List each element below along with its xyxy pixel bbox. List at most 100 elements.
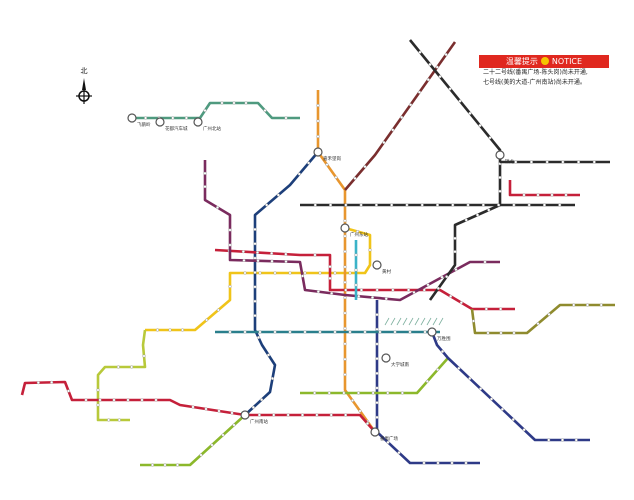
station-dot[interactable] bbox=[230, 411, 234, 415]
station-dot[interactable] bbox=[405, 203, 409, 207]
station-dot[interactable] bbox=[112, 398, 116, 402]
interchange-station[interactable] bbox=[240, 410, 250, 420]
station-dot[interactable] bbox=[599, 303, 603, 307]
interchange-station[interactable] bbox=[313, 147, 323, 157]
station-dot[interactable] bbox=[343, 234, 347, 238]
station-dot[interactable] bbox=[363, 165, 367, 169]
station-dot[interactable] bbox=[228, 284, 232, 289]
station-dot[interactable] bbox=[243, 271, 247, 275]
station-dot[interactable] bbox=[263, 108, 267, 113]
station-dot[interactable] bbox=[272, 413, 276, 417]
station-dot[interactable] bbox=[592, 160, 596, 164]
station-dot[interactable] bbox=[423, 330, 427, 334]
station-dot[interactable] bbox=[256, 259, 260, 263]
station-dot[interactable] bbox=[354, 253, 358, 257]
station-dot[interactable] bbox=[273, 330, 277, 334]
station-dot[interactable] bbox=[253, 227, 257, 231]
station-dot[interactable] bbox=[96, 403, 100, 407]
station-dot[interactable] bbox=[577, 160, 581, 164]
station-dot[interactable] bbox=[357, 294, 361, 298]
station-dot[interactable] bbox=[66, 389, 71, 393]
station-dot[interactable] bbox=[329, 413, 333, 417]
station-dot[interactable] bbox=[561, 160, 565, 164]
station-dot[interactable] bbox=[350, 398, 355, 403]
station-dot[interactable] bbox=[316, 290, 320, 294]
station-dot[interactable] bbox=[286, 413, 290, 417]
station-dot[interactable] bbox=[407, 288, 411, 292]
station-dot[interactable] bbox=[436, 461, 440, 465]
station-dot[interactable] bbox=[488, 136, 492, 140]
interchange-station[interactable] bbox=[370, 427, 380, 437]
station-dot[interactable] bbox=[318, 271, 322, 275]
station-dot[interactable] bbox=[363, 330, 367, 334]
station-dot[interactable] bbox=[215, 205, 220, 210]
station-dot[interactable] bbox=[255, 250, 260, 255]
station-dot[interactable] bbox=[210, 443, 214, 447]
station-dot[interactable] bbox=[375, 342, 379, 346]
station-dot[interactable] bbox=[409, 103, 413, 107]
station-dot[interactable] bbox=[529, 160, 533, 164]
station-dot[interactable] bbox=[334, 175, 338, 179]
station-dot[interactable] bbox=[353, 176, 357, 180]
station-dot[interactable] bbox=[253, 299, 257, 303]
interchange-station[interactable] bbox=[495, 150, 505, 160]
station-dot[interactable] bbox=[440, 275, 444, 279]
station-dot[interactable] bbox=[333, 271, 337, 275]
station-dot[interactable] bbox=[329, 203, 333, 207]
station-dot[interactable] bbox=[163, 463, 167, 467]
station-dot[interactable] bbox=[391, 128, 395, 132]
station-dot[interactable] bbox=[36, 381, 40, 385]
station-dot[interactable] bbox=[542, 203, 546, 207]
station-dot[interactable] bbox=[417, 90, 421, 94]
station-dot[interactable] bbox=[116, 365, 120, 369]
station-dot[interactable] bbox=[451, 203, 455, 207]
station-dot[interactable] bbox=[265, 203, 269, 207]
station-dot[interactable] bbox=[370, 295, 375, 300]
station-dot[interactable] bbox=[466, 203, 470, 207]
station-dot[interactable] bbox=[270, 251, 274, 255]
station-dot[interactable] bbox=[356, 391, 361, 395]
station-dot[interactable] bbox=[203, 171, 207, 175]
station-dot[interactable] bbox=[342, 391, 346, 395]
station-dot[interactable] bbox=[253, 314, 257, 318]
station-dot[interactable] bbox=[397, 451, 401, 455]
station-dot[interactable] bbox=[343, 296, 347, 300]
station-dot[interactable] bbox=[489, 397, 494, 401]
station-dot[interactable] bbox=[348, 271, 352, 275]
interchange-station[interactable] bbox=[155, 117, 165, 127]
station-dot[interactable] bbox=[168, 328, 172, 332]
station-dot[interactable] bbox=[330, 291, 334, 295]
station-dot[interactable] bbox=[130, 365, 134, 369]
station-dot[interactable] bbox=[522, 193, 526, 197]
station-dot[interactable] bbox=[438, 75, 442, 79]
station-dot[interactable] bbox=[232, 101, 236, 105]
station-dot[interactable] bbox=[288, 330, 292, 334]
station-dot[interactable] bbox=[368, 248, 372, 252]
station-dot[interactable] bbox=[498, 175, 502, 180]
station-dot[interactable] bbox=[344, 413, 348, 417]
station-dot[interactable] bbox=[359, 288, 363, 292]
interchange-station[interactable] bbox=[127, 113, 137, 123]
station-dot[interactable] bbox=[468, 376, 472, 381]
station-dot[interactable] bbox=[348, 330, 352, 334]
station-dot[interactable] bbox=[354, 283, 358, 287]
station-dot[interactable] bbox=[545, 160, 549, 164]
station-dot[interactable] bbox=[375, 357, 379, 361]
station-dot[interactable] bbox=[384, 297, 388, 301]
station-dot[interactable] bbox=[266, 353, 271, 357]
station-dot[interactable] bbox=[500, 407, 504, 411]
station-dot[interactable] bbox=[393, 330, 397, 334]
station-dot[interactable] bbox=[253, 256, 257, 260]
station-dot[interactable] bbox=[270, 259, 274, 263]
station-dot[interactable] bbox=[142, 354, 146, 358]
station-dot[interactable] bbox=[343, 265, 347, 269]
station-dot[interactable] bbox=[375, 371, 379, 375]
station-dot[interactable] bbox=[422, 288, 426, 292]
station-dot[interactable] bbox=[426, 78, 430, 82]
station-dot[interactable] bbox=[435, 65, 439, 69]
interchange-station[interactable] bbox=[372, 260, 382, 270]
station-dot[interactable] bbox=[408, 330, 412, 334]
station-dot[interactable] bbox=[436, 368, 440, 372]
station-dot[interactable] bbox=[344, 203, 348, 207]
station-dot[interactable] bbox=[468, 111, 472, 115]
